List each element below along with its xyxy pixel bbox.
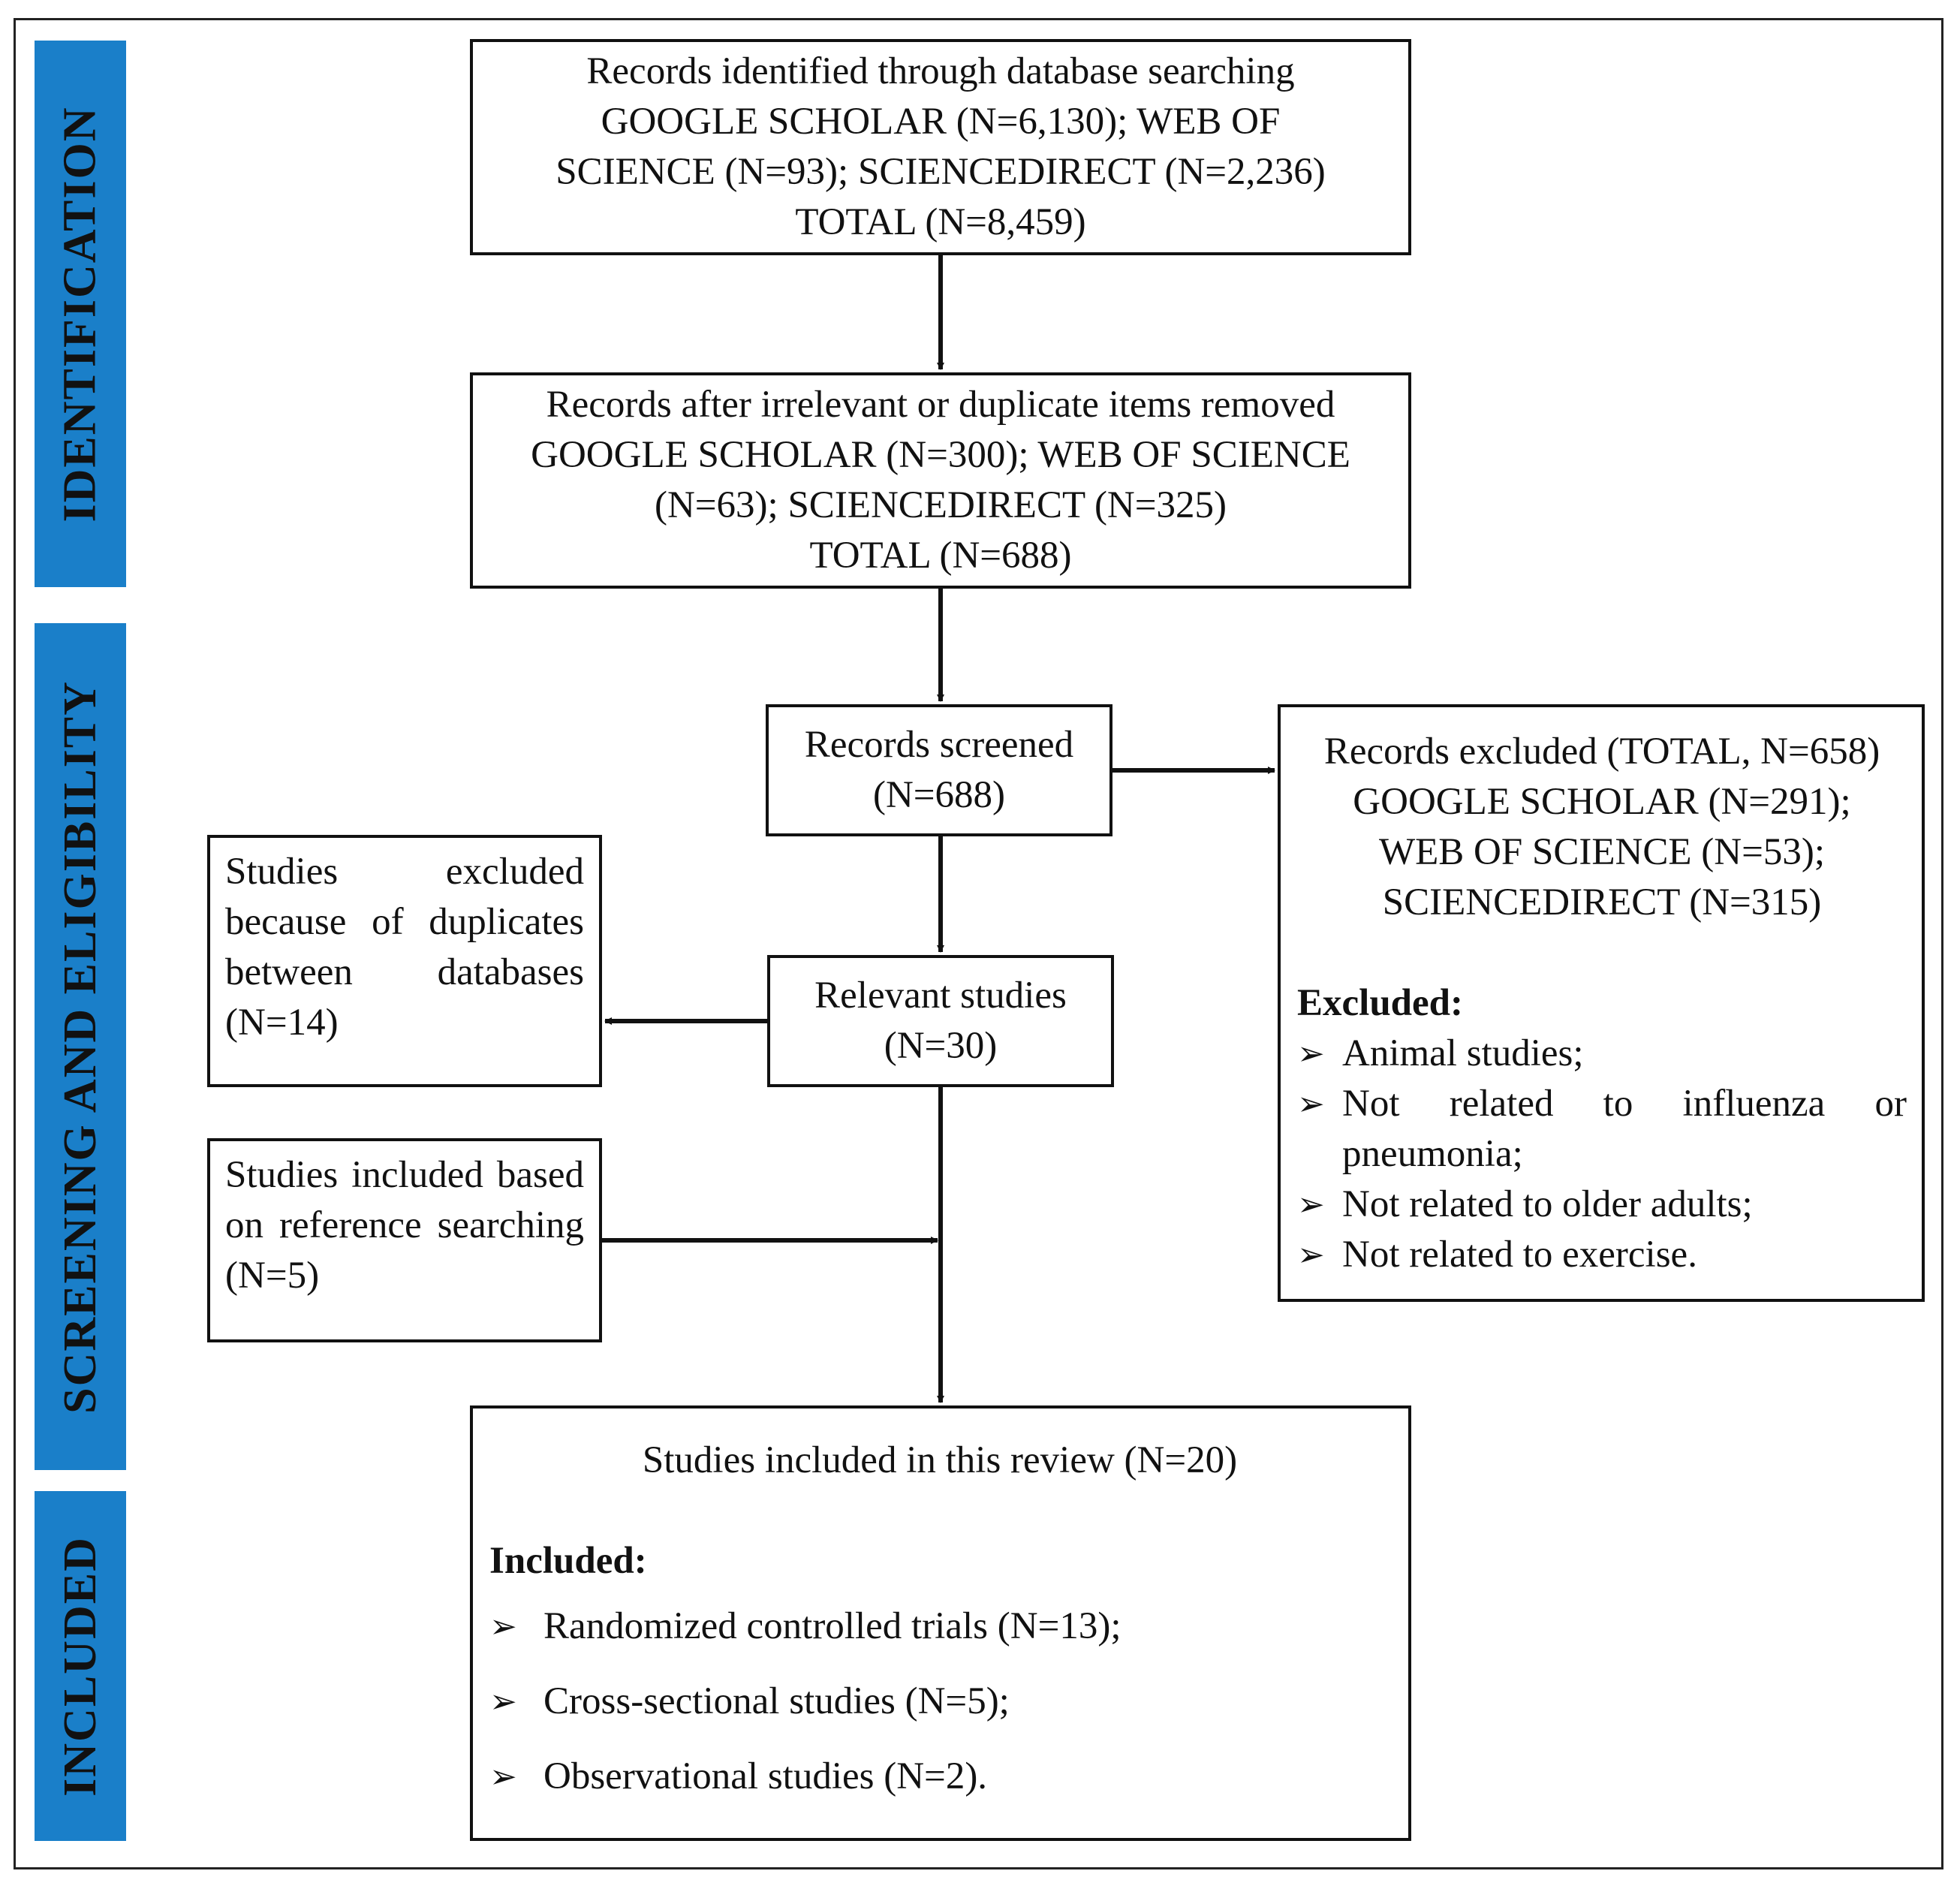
included-heading: Included: (489, 1540, 647, 1582)
after-removal-box: Records after irrelevant or duplicate it… (470, 372, 1411, 589)
excluded-item: ➢ Not related to older adults; (1297, 1179, 1907, 1230)
after-removal-line: TOTAL (N=688) (809, 535, 1072, 577)
bullet-arrow-icon: ➢ (1297, 1086, 1325, 1122)
bullet-arrow-icon: ➢ (489, 1683, 517, 1720)
figure-frame (14, 18, 1943, 1869)
excluded-records-line: WEB OF SCIENCE (N=53); (1379, 831, 1825, 873)
phase-identification-label: IDENTIFICATION (54, 106, 106, 522)
excluded-records-line: GOOGLE SCHOLAR (N=291); (1353, 781, 1851, 823)
bullet-arrow-icon: ➢ (1297, 1035, 1325, 1072)
bullet-arrow-icon: ➢ (1297, 1186, 1325, 1223)
excluded-item: ➢ Not related to exercise. (1297, 1230, 1907, 1280)
bullet-arrow-icon: ➢ (1297, 1237, 1325, 1273)
phase-screening-label: SCREENING AND ELIGIBILITY (54, 679, 106, 1414)
excluded-item: ➢ Not related to influenza or pneumonia; (1297, 1079, 1907, 1179)
reference-text: Studies included based on reference sear… (225, 1154, 584, 1297)
identified-line: SCIENCE (N=93); SCIENCEDIRECT (N=2,236) (555, 151, 1326, 193)
excluded-heading: Excluded: (1297, 982, 1464, 1024)
screened-line: Records screened (804, 724, 1074, 766)
included-title: Studies included in this review (N=20) (642, 1439, 1238, 1481)
included-item: ➢ Cross-sectional studies (N=5); (489, 1677, 1390, 1727)
included-item: ➢ Randomized controlled trials (N=13); (489, 1601, 1390, 1652)
reference-box: Studies included based on reference sear… (207, 1138, 602, 1342)
bullet-arrow-icon: ➢ (489, 1758, 517, 1795)
relevant-line: (N=30) (884, 1025, 998, 1067)
included-item: ➢ Observational studies (N=2). (489, 1752, 1390, 1802)
screened-box: Records screened (N=688) (766, 704, 1112, 836)
phase-identification: IDENTIFICATION (35, 41, 126, 587)
identified-line: TOTAL (N=8,459) (795, 201, 1086, 243)
excluded-item: ➢ Animal studies; (1297, 1029, 1907, 1079)
after-removal-line: (N=63); SCIENCEDIRECT (N=325) (654, 484, 1227, 526)
phase-included: INCLUDED (35, 1491, 126, 1841)
after-removal-line: Records after irrelevant or duplicate it… (546, 384, 1335, 426)
after-removal-line: GOOGLE SCHOLAR (N=300); WEB OF SCIENCE (531, 434, 1350, 476)
included-box: Studies included in this review (N=20) I… (470, 1405, 1411, 1841)
duplicates-box: Studies excluded because of duplicates b… (207, 835, 602, 1087)
duplicates-text: Studies excluded because of duplicates b… (225, 851, 584, 1044)
screened-line: (N=688) (872, 774, 1006, 816)
identified-line: Records identified through database sear… (586, 50, 1295, 92)
phase-screening: SCREENING AND ELIGIBILITY (35, 623, 126, 1470)
identified-box: Records identified through database sear… (470, 39, 1411, 255)
excluded-records-line: Records excluded (TOTAL, N=658) (1323, 731, 1880, 773)
identified-line: GOOGLE SCHOLAR (N=6,130); WEB OF (601, 101, 1281, 143)
excluded-records-line: SCIENCEDIRECT (N=315) (1382, 881, 1822, 923)
excluded-records-box: Records excluded (TOTAL, N=658) GOOGLE S… (1278, 704, 1925, 1302)
relevant-line: Relevant studies (814, 975, 1067, 1017)
bullet-arrow-icon: ➢ (489, 1608, 517, 1645)
relevant-box: Relevant studies (N=30) (767, 955, 1114, 1087)
phase-included-label: INCLUDED (54, 1535, 106, 1797)
